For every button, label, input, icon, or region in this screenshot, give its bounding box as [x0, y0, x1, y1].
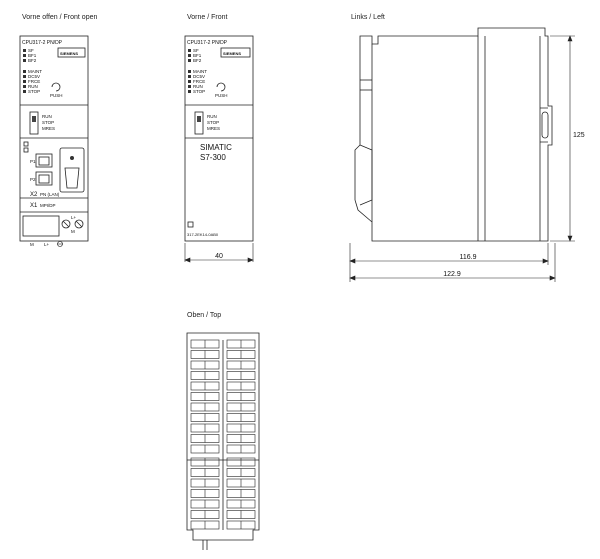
front-text: CPU317-2 PN/DP SIEMENS SF BF1 BF2 MAINT …: [187, 40, 241, 237]
dimension-depth-total: [349, 243, 556, 282]
front-open-led-label-3: MAINT: [28, 69, 42, 74]
front-open-mode-stop: STOP: [42, 120, 54, 125]
front-mode-switch[interactable]: [194, 111, 204, 135]
front-push-label: PUSH: [215, 93, 228, 98]
front-mode-mres: MRES: [207, 126, 220, 131]
power-terminal-block[interactable]: [22, 215, 60, 237]
power-label-m: M: [71, 229, 75, 234]
left-housing: [354, 27, 553, 242]
x1-label: X1: [30, 203, 38, 209]
port-p2[interactable]: [35, 171, 53, 186]
front-brand-plate: [220, 47, 251, 58]
dim-125-label: 125: [573, 132, 585, 139]
front-led-label-5: FRCE: [193, 79, 205, 84]
front-open-led-label-7: STOP: [28, 89, 40, 94]
front-mode-run: RUN: [207, 114, 217, 119]
front-open-push-label: PUSH: [50, 93, 63, 98]
product-line-1: SIMATIC: [200, 143, 232, 152]
front-brand-label: SIEMENS: [223, 51, 241, 56]
front-open-led-label-4: DC5V: [28, 74, 40, 79]
left-view: [354, 27, 553, 242]
front-mode-stop: STOP: [207, 120, 219, 125]
front-open-mode-mres: MRES: [42, 126, 55, 131]
terminal-screw-lplus[interactable]: [61, 219, 71, 229]
front-open-mode-run: RUN: [42, 114, 52, 119]
dim-40-label: 40: [215, 253, 223, 260]
x1-sublabel: MPI/DP: [40, 203, 56, 208]
front-open-led-label-5: FRCE: [28, 79, 40, 84]
front-open-brand-label: SIEMENS: [60, 51, 78, 56]
front-open-housing: [19, 35, 89, 242]
ground-icon: [57, 241, 63, 247]
left-latch: [541, 111, 549, 139]
front-open-view-title: Vorne offen / Front open: [22, 14, 98, 21]
port-p1[interactable]: [35, 153, 53, 168]
front-led-label-2: BF2: [193, 58, 202, 63]
dimension-depth-inner: [349, 243, 549, 282]
port-p1-label: P1: [30, 159, 36, 164]
bottom-label-lplus: L+: [44, 242, 50, 247]
front-open-view: [19, 35, 89, 242]
order-number: 317-2EK14-0AB0: [187, 232, 219, 237]
front-led-label-3: MAINT: [193, 69, 207, 74]
x2-sublabel: PN (LAN): [40, 192, 60, 197]
top-view-title: Oben / Top: [187, 312, 222, 319]
front-open-led-label-0: SF: [28, 48, 34, 53]
front-open-text: CPU317-2 PN/DP SIEMENS SF BF1 BF2 MAINT …: [22, 40, 78, 247]
top-housing: [186, 332, 260, 541]
left-view-title: Links / Left: [351, 14, 385, 21]
bottom-label-m: M: [30, 242, 34, 247]
front-open-mode-switch[interactable]: [29, 111, 39, 135]
product-line-2: S7-300: [200, 153, 226, 162]
front-led-label-6: RUN: [193, 84, 203, 89]
front-open-brand-plate: [57, 47, 86, 58]
front-open-led-column: [23, 49, 26, 93]
front-open-led-label-2: BF2: [28, 58, 37, 63]
front-led-label-7: STOP: [193, 89, 205, 94]
front-model-label: CPU317-2 PN/DP: [187, 40, 228, 46]
dimension-height: [550, 35, 575, 242]
front-led-label-1: BF1: [193, 53, 202, 58]
x2-label: X2: [30, 192, 38, 198]
front-open-model-label: CPU317-2 PN/DP: [22, 40, 63, 46]
front-screw-square: [187, 221, 194, 228]
dim-122-9-label: 122.9: [443, 271, 461, 278]
front-push-icon[interactable]: [216, 82, 226, 92]
front-led-label-4: DC5V: [193, 74, 205, 79]
front-view: [184, 35, 254, 242]
top-view: [186, 332, 260, 550]
front-housing: [184, 35, 254, 242]
power-label-lplus: L+: [71, 215, 77, 220]
front-open-led-label-1: BF1: [28, 53, 37, 58]
front-view-title: Vorne / Front: [187, 14, 228, 21]
front-open-push-icon[interactable]: [51, 82, 61, 92]
port-p2-label: P2: [30, 177, 36, 182]
dim-116-9-label: 116.9: [460, 254, 477, 261]
front-led-label-0: SF: [193, 48, 199, 53]
front-open-led-label-6: RUN: [28, 84, 38, 89]
top-vent-grid: [190, 339, 256, 530]
terminal-screw-m[interactable]: [74, 219, 84, 229]
dimension-front-width: [184, 243, 254, 263]
db9-connector[interactable]: [59, 147, 85, 193]
front-led-column: [188, 49, 191, 93]
